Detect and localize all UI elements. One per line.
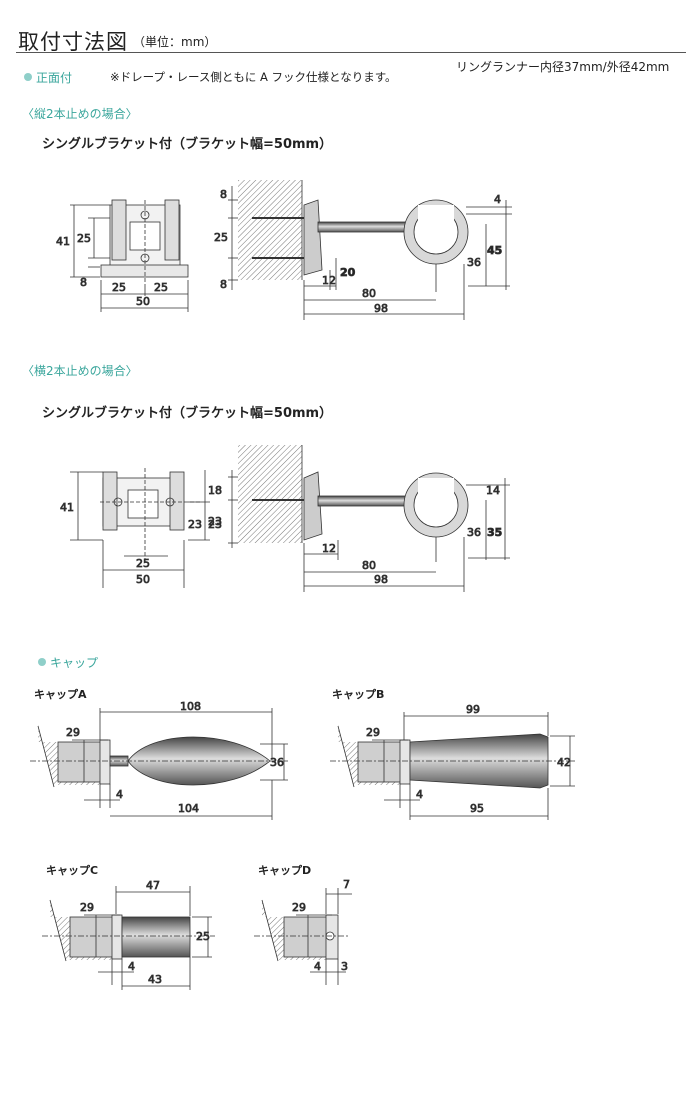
v-side-dim-4: 4	[494, 193, 501, 206]
front-mount-label: 正面付	[36, 71, 73, 85]
cap-c-dim-43: 43	[148, 973, 162, 986]
cap-a-drawing	[30, 708, 290, 820]
v-front-dim-8: 8	[80, 276, 87, 289]
h-side-dim-23: 23	[208, 515, 222, 528]
v-front-dim-41: 41	[56, 235, 70, 248]
v-side-dim-8-top: 8	[220, 188, 227, 201]
v-front-dim-50: 50	[136, 295, 150, 308]
cap-b-dim-95: 95	[470, 802, 484, 815]
cap-c-label: キャップC	[46, 864, 99, 877]
h-side-dim-12: 12	[322, 542, 336, 555]
v-front-dim-25: 25	[77, 232, 91, 245]
v-front-dim-25a: 25	[112, 281, 126, 294]
bullet-icon	[38, 658, 46, 666]
cap-a-dim-29: 29	[66, 726, 80, 739]
v-side-dim-20: 20	[340, 266, 356, 279]
cap-d-dim-4: 4	[314, 960, 321, 973]
vertical-bracket-side-view	[228, 180, 512, 320]
v-side-dim-12: 12	[322, 274, 336, 287]
h-front-dim-25: 25	[136, 557, 150, 570]
cap-c-dim-4: 4	[128, 960, 135, 973]
cap-d-dim-3: 3	[341, 960, 348, 973]
v-side-dim-25: 25	[214, 231, 228, 244]
h-front-dim-41: 41	[60, 501, 74, 514]
horizontal-bracket-front-view	[70, 468, 210, 588]
cap-c-dim-25: 25	[196, 930, 210, 943]
cap-a-dim-36: 36	[270, 756, 284, 769]
cap-b-dim-42: 42	[557, 756, 571, 769]
cap-b-dim-29: 29	[366, 726, 380, 739]
v-side-dim-8-bottom: 8	[220, 278, 227, 291]
cap-d-dim-7: 7	[343, 878, 350, 891]
h-side-dim-36: 36	[467, 526, 481, 539]
h-side-dim-80: 80	[362, 559, 376, 572]
v-front-dim-25b: 25	[154, 281, 168, 294]
cap-a-label: キャップA	[34, 688, 87, 701]
cap-b-dim-4: 4	[416, 788, 423, 801]
cap-a-dim-4: 4	[116, 788, 123, 801]
v-side-dim-98: 98	[374, 302, 388, 315]
bullet-icon	[24, 73, 32, 81]
cap-c-dim-29: 29	[80, 901, 94, 914]
v-side-dim-45: 45	[487, 244, 502, 257]
v-side-dim-80: 80	[362, 287, 376, 300]
vertical-heading: 〈縦2本止めの場合〉	[22, 107, 138, 121]
page-title: 取付寸法図	[18, 30, 128, 54]
cap-c-dim-47: 47	[146, 879, 160, 892]
vertical-bracket-front-view	[70, 199, 189, 312]
v-side-dim-36: 36	[467, 256, 481, 269]
horizontal-subheading: シングルブラケット付（ブラケット幅=50mm）	[42, 406, 333, 421]
cap-a-dim-104: 104	[178, 802, 199, 815]
cap-b-drawing	[330, 712, 575, 820]
title-divider	[16, 52, 686, 53]
cap-d-dim-29: 29	[292, 901, 306, 914]
h-front-dim-50: 50	[136, 573, 150, 586]
front-mount-note: ※ドレープ・レース側ともに A フック仕様となります。	[110, 70, 397, 84]
cap-a-dim-108: 108	[180, 700, 201, 713]
vertical-subheading: シングルブラケット付（ブラケット幅=50mm）	[42, 137, 333, 152]
cap-d-drawing	[254, 888, 352, 985]
h-side-dim-18: 18	[208, 484, 222, 497]
h-side-dim-98: 98	[374, 573, 388, 586]
cap-b-dim-99: 99	[466, 703, 480, 716]
h-side-dim-35: 35	[487, 526, 502, 539]
h-front-dim-23b: 23	[208, 518, 222, 531]
h-front-dim-23a: 23	[188, 518, 202, 531]
cap-b-label: キャップB	[332, 688, 385, 701]
cap-section-label: キャップ	[50, 656, 99, 670]
horizontal-bracket-side-view	[228, 445, 510, 592]
cap-d-label: キャップD	[258, 864, 312, 877]
h-side-dim-14: 14	[486, 484, 500, 497]
horizontal-heading: 〈横2本止めの場合〉	[22, 364, 138, 378]
runner-note: リングランナー内径37mm/外径42mm	[456, 60, 670, 74]
page-title-unit: （単位：mm）	[133, 35, 217, 49]
cap-c-drawing	[42, 886, 215, 990]
